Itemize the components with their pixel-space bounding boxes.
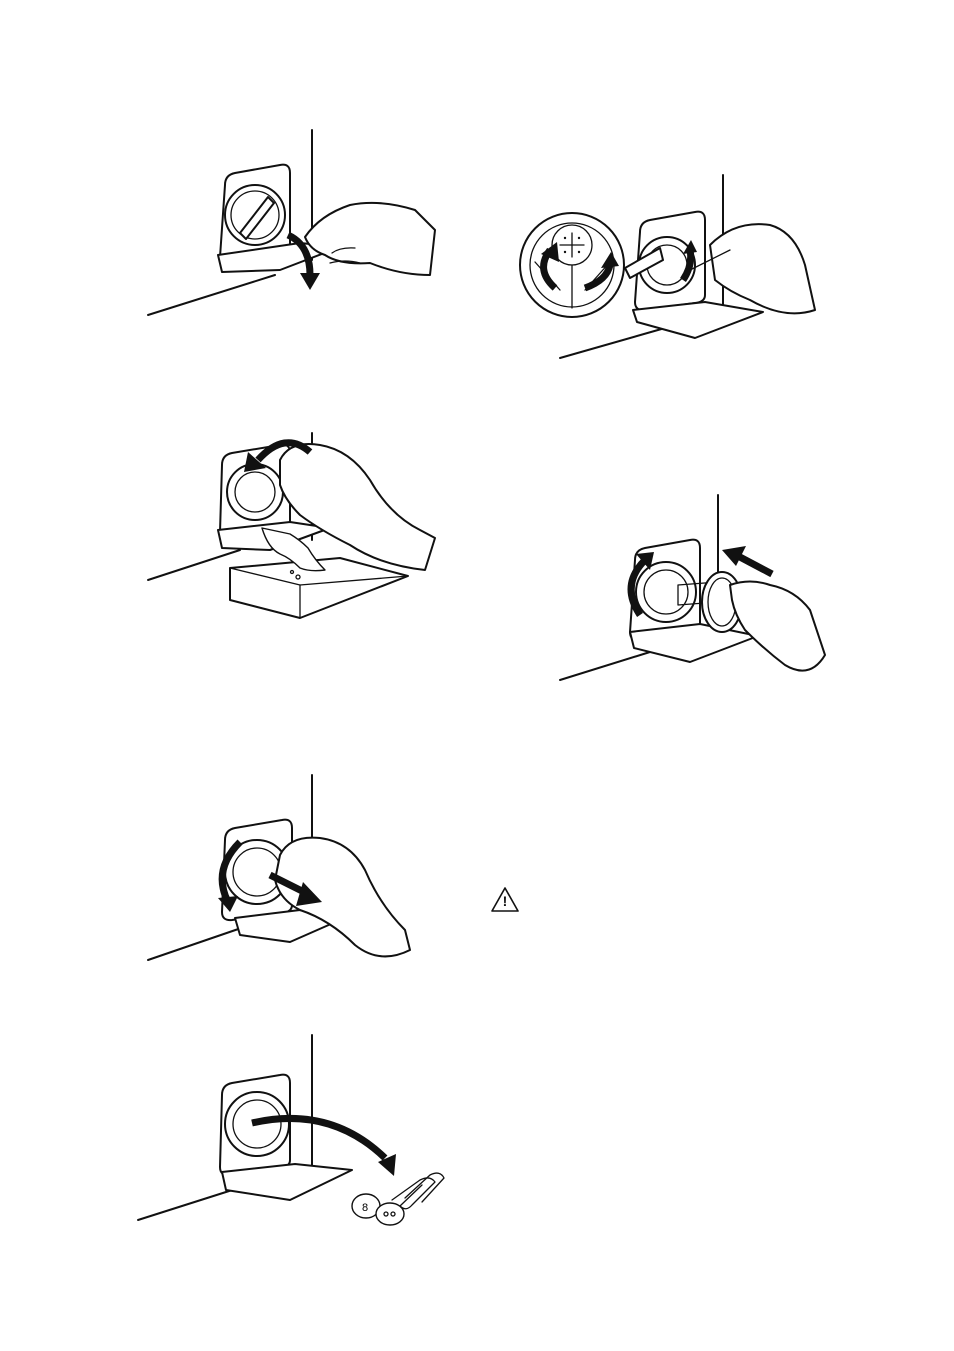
reinsert-filter-illustration bbox=[550, 490, 850, 690]
drain-water-illustration bbox=[140, 430, 440, 630]
figure-unscrew-filter bbox=[140, 770, 440, 970]
figure-reinsert-filter bbox=[550, 490, 850, 690]
figure-drain-water bbox=[140, 430, 440, 630]
clean-pump-impeller-illustration bbox=[515, 170, 825, 370]
unscrew-filter-illustration bbox=[140, 770, 440, 970]
figure-clean-pump-impeller bbox=[515, 170, 825, 370]
svg-text:8: 8 bbox=[362, 1202, 368, 1214]
figure-remove-foreign-objects: 8 bbox=[130, 1030, 460, 1240]
open-filter-flap-illustration bbox=[140, 125, 440, 325]
remove-foreign-objects-illustration: 8 bbox=[130, 1030, 460, 1240]
warning-triangle-icon: ! bbox=[490, 886, 520, 914]
warning-glyph: ! bbox=[490, 892, 520, 910]
figure-open-filter-flap bbox=[140, 125, 440, 325]
